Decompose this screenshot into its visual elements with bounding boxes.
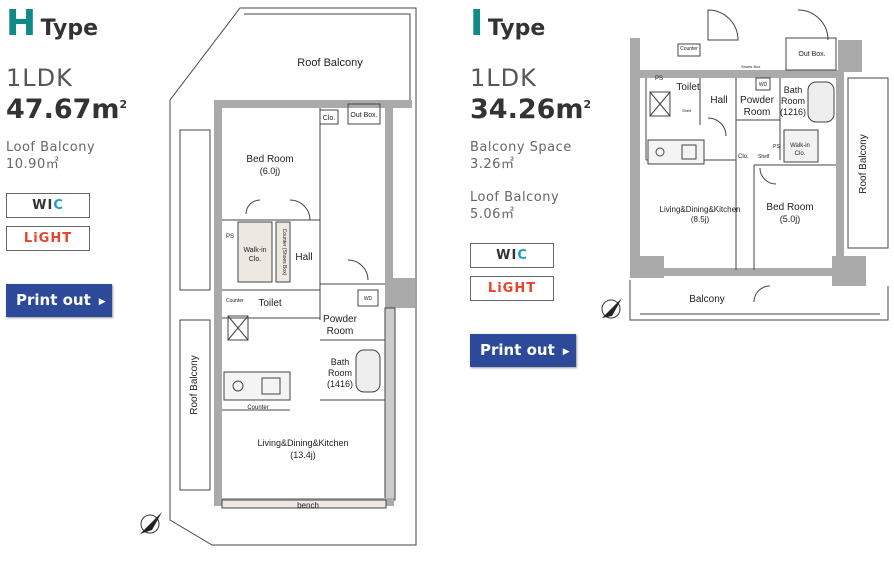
outdoor-value: 3.26㎡	[470, 157, 515, 172]
light-badge: LiGHT	[6, 226, 90, 251]
i-label-powder-room: Room	[744, 107, 771, 118]
arrow-right-icon: ▶	[98, 297, 106, 307]
print-out-button[interactable]: Print out ▶	[6, 284, 112, 317]
i-label-shoes: Shoes Box	[741, 64, 760, 69]
h-label-counter: Counter	[247, 405, 268, 411]
i-label-clo: Clo.	[738, 154, 749, 160]
type-word: Type	[487, 16, 546, 41]
outdoor-area-2: Loof Balcony 5.06㎡	[470, 189, 559, 223]
h-label-toilet: Toilet	[258, 298, 282, 309]
i-label-balcony: Balcony	[689, 294, 725, 305]
wic-badge: WIC	[470, 243, 554, 268]
h-label-counter-small: Counter	[226, 298, 244, 304]
i-label-ps-b: PS	[773, 144, 780, 150]
outdoor-label: Balcony Space	[470, 140, 572, 155]
h-label-clo: Clo.	[323, 115, 336, 122]
outdoor-value: 10.90㎡	[6, 157, 60, 172]
print-out-label: Print out	[480, 341, 555, 359]
h-label-ldk: Living&Dining&Kitchen	[257, 438, 348, 448]
type-letter: H	[6, 3, 37, 44]
h-label-bench: bench	[297, 501, 319, 510]
outdoor-area-1: Balcony Space 3.26㎡	[470, 139, 572, 173]
i-label-shelf-b: Shelf	[758, 154, 770, 160]
h-label-bedroom: Bed Room	[246, 154, 293, 165]
h-label-wd: WD	[364, 296, 373, 302]
i-plan-labels: Counter Shoes Box Out Box. PS Toilet Hal…	[655, 46, 869, 305]
h-label-ps: PS	[226, 234, 234, 240]
i-label-roof-balcony: Roof Balcony	[858, 134, 869, 193]
i-label-walkin: Walk-in	[790, 143, 810, 149]
wic-badge-text: WI	[496, 248, 518, 263]
area-unit: m	[91, 94, 120, 125]
i-label-bath-room: Room	[781, 96, 805, 106]
wic-badge-text: WI	[32, 198, 54, 213]
i-type-title: I Type	[470, 6, 545, 42]
arrow-right-icon: ▶	[562, 347, 570, 357]
h-label-powder-room: Room	[327, 326, 354, 337]
wic-badge-accent: C	[517, 248, 528, 263]
i-label-ps: PS	[655, 76, 663, 82]
outdoor-value: 5.06㎡	[470, 207, 515, 222]
wic-badge: WIC	[6, 193, 90, 218]
outdoor-area: Loof Balcony 10.90㎡	[6, 139, 95, 173]
i-label-powder: Powder	[740, 95, 775, 106]
i-label-bath: Bath	[784, 85, 803, 95]
area-number: 34.26	[470, 94, 556, 125]
area-unit-sup: 2	[583, 98, 592, 111]
i-compass-icon	[601, 298, 622, 319]
h-label-counter-shoes: Counter (Shoes Box)	[281, 229, 287, 276]
type-word: Type	[40, 16, 98, 41]
h-type-title: H Type	[6, 6, 98, 42]
i-label-bedroom-size: (5.0j)	[780, 214, 801, 224]
h-label-roof-balcony: Roof Balcony	[297, 57, 363, 69]
h-label-bath: Bath	[331, 357, 350, 367]
i-label-walkin-clo: Clo.	[795, 151, 806, 157]
outdoor-label: Loof Balcony	[6, 140, 96, 155]
h-label-powder: Powder	[323, 314, 358, 325]
area-unit-sup: 2	[119, 98, 128, 111]
h-label-walkin-clo: Clo.	[249, 256, 262, 263]
i-plan-walls	[629, 9, 889, 321]
outdoor-label: Loof Balcony	[470, 190, 560, 205]
h-label-out-box: Out Box.	[350, 112, 377, 119]
i-label-ldk: Living&Dining&Kitchen	[660, 205, 741, 214]
i-label-out-box: Out Box.	[798, 51, 825, 58]
h-label-ldk-size: (13.4j)	[290, 450, 316, 460]
h-label-bath-room: Room	[328, 368, 352, 378]
area-value: 47.67m2	[6, 96, 127, 123]
i-label-hall: Hall	[710, 95, 727, 106]
area-unit: m	[555, 94, 584, 125]
i-label-bedroom: Bed Room	[766, 202, 813, 213]
h-plan-walls	[169, 7, 417, 546]
type-letter: I	[470, 3, 484, 44]
h-plan-labels: Roof Balcony Out Box. Clo. Bed Room (6.0…	[189, 57, 378, 510]
area-number: 47.67	[6, 94, 92, 125]
h-label-bedroom-size: (6.0j)	[260, 166, 281, 176]
i-label-ldk-size: (8.5j)	[691, 215, 710, 224]
h-label-bath-size: (1416)	[327, 379, 353, 389]
print-out-label: Print out	[16, 291, 91, 309]
i-label-wd: WD	[759, 82, 768, 88]
i-label-toilet: Toilet	[676, 82, 700, 93]
h-label-roof-balcony-side: Roof Balcony	[189, 355, 200, 414]
h-label-hall: Hall	[295, 252, 312, 263]
i-label-shelf-a: Shelf	[682, 108, 692, 113]
layout-label: 1LDK	[470, 64, 537, 92]
print-out-button[interactable]: Print out ▶	[470, 334, 576, 367]
layout-label: 1LDK	[6, 64, 73, 92]
light-badge: LiGHT	[470, 276, 554, 301]
i-label-counter: Counter	[680, 46, 698, 52]
wic-badge-accent: C	[53, 198, 64, 213]
i-label-bath-size: (1216)	[780, 107, 806, 117]
h-compass-icon	[140, 512, 162, 534]
area-value: 34.26m2	[470, 96, 591, 123]
h-label-walkin: Walk-in	[243, 247, 266, 254]
